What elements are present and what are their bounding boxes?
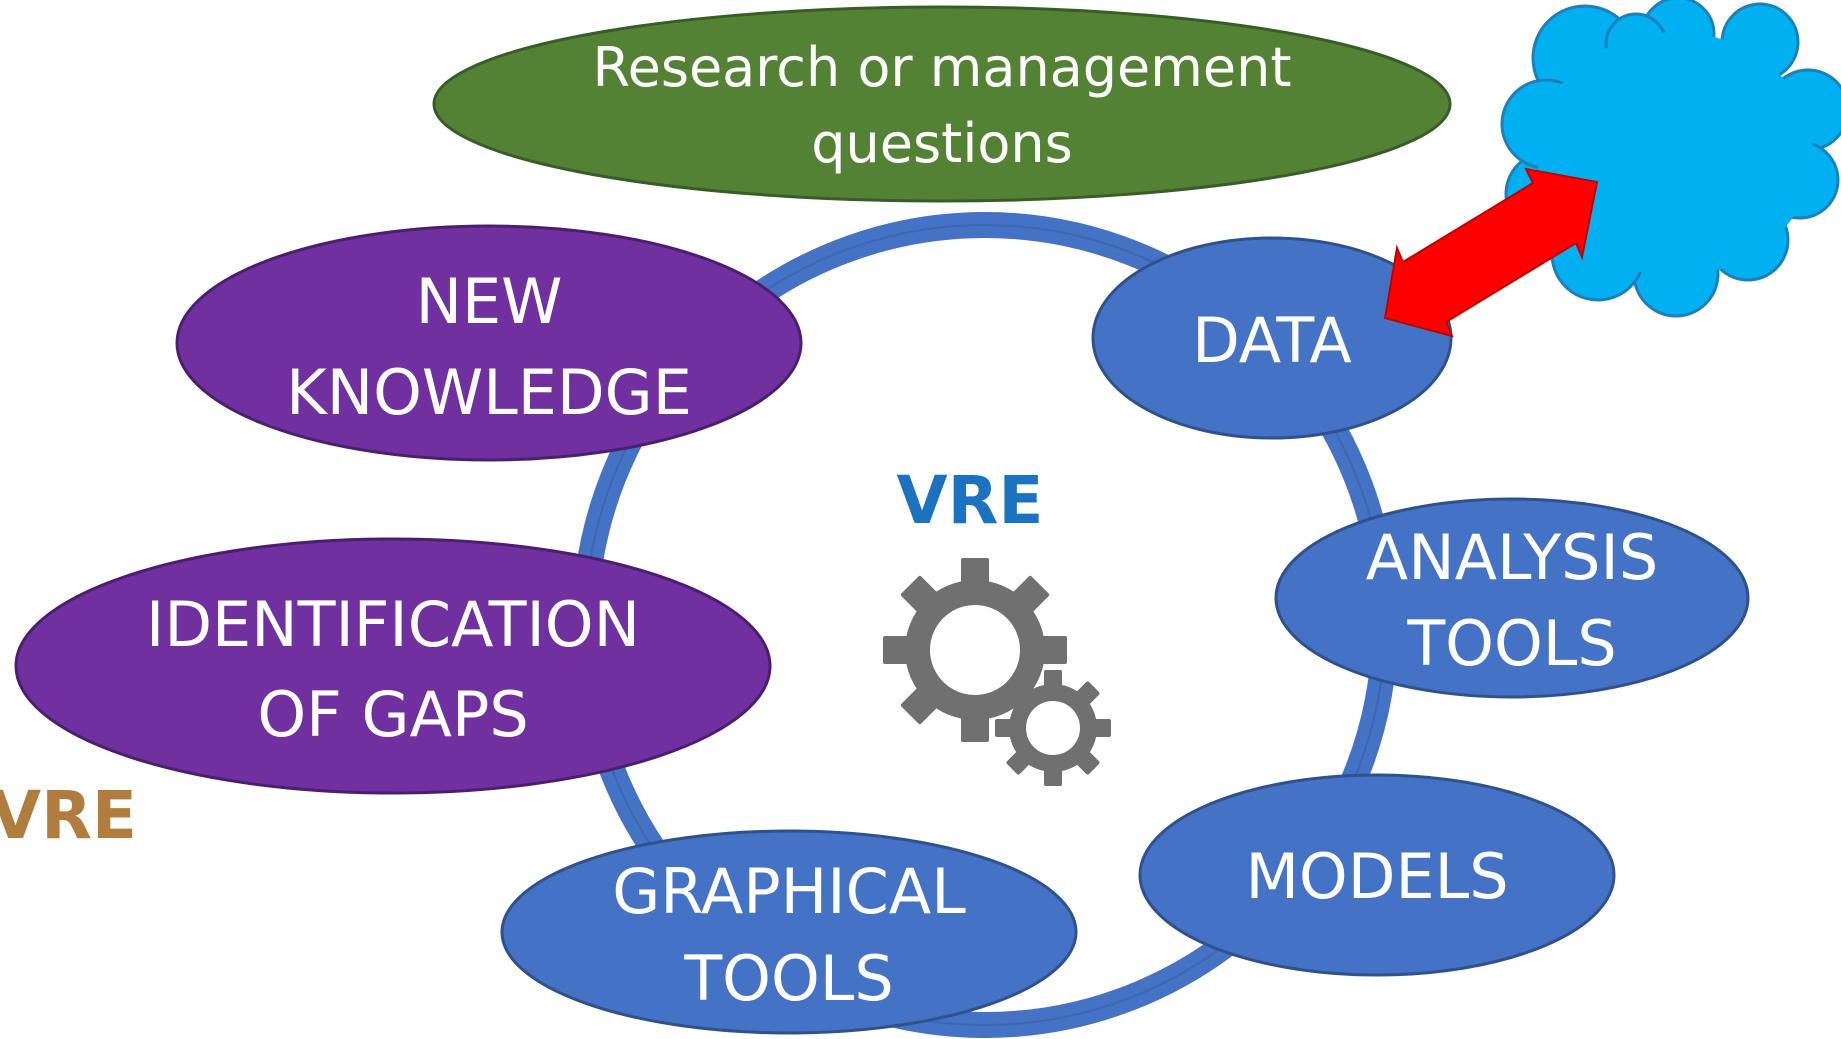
graphical-tools-line1: GRAPHICAL — [612, 855, 966, 928]
new-knowledge-line1: NEW — [416, 265, 563, 338]
models-label: MODELS — [1245, 840, 1508, 913]
identification-of-gaps-node: IDENTIFICATION OF GAPS — [14, 537, 772, 795]
research-questions-line1: Research or management — [593, 36, 1292, 99]
identification-of-gaps-line2: OF GAPS — [257, 678, 528, 751]
data-cloud-double-arrow — [1383, 167, 1599, 338]
analysis-tools-node: ANALYSIS TOOLS — [1274, 497, 1750, 699]
identification-of-gaps-line1: IDENTIFICATION — [146, 588, 640, 661]
analysis-tools-line2: TOOLS — [1406, 607, 1616, 680]
new-knowledge-node: NEW KNOWLEDGE — [175, 224, 803, 462]
graphical-tools-node: GRAPHICAL TOOLS — [500, 829, 1078, 1035]
side-vre-label: VRE — [0, 777, 137, 854]
cloud-icon — [1500, 0, 1841, 318]
gears-icon — [883, 558, 1111, 786]
analysis-tools-line1: ANALYSIS — [1366, 521, 1658, 594]
data-node: DATA — [1091, 236, 1453, 440]
models-node: MODELS — [1138, 773, 1616, 977]
research-questions-node: Research or management questions — [432, 5, 1452, 203]
new-knowledge-line2: KNOWLEDGE — [286, 356, 692, 429]
research-questions-line2: questions — [811, 112, 1072, 175]
data-label: DATA — [1192, 304, 1352, 377]
center-vre-label: VRE — [897, 462, 1044, 539]
graphical-tools-line2: TOOLS — [683, 942, 893, 1015]
